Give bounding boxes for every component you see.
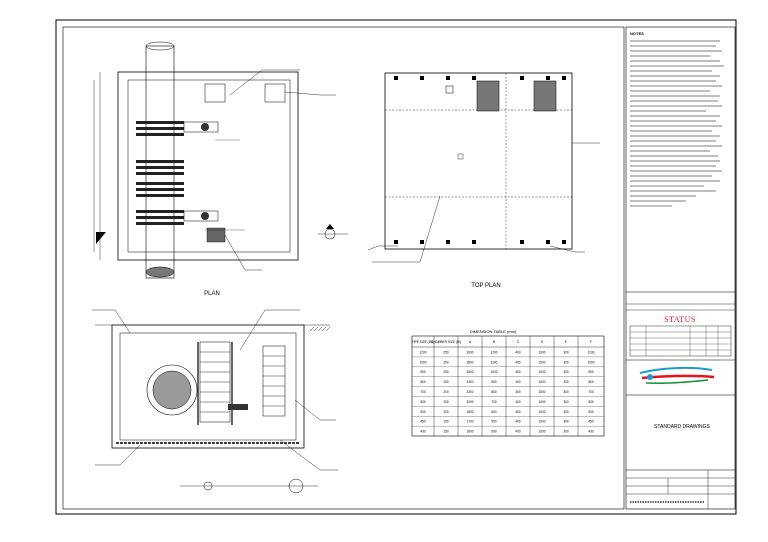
plan-view (93, 41, 336, 279)
table-cell: 800 (420, 380, 426, 384)
table-cell: 1000 (538, 350, 545, 354)
table-cell: 1000 (538, 400, 545, 404)
table-cell: 400 (515, 380, 521, 384)
table-cell: 800 (491, 390, 497, 394)
table-cell: 1000 (538, 420, 545, 424)
table-cell: 600 (420, 400, 426, 404)
table-cell: 500 (588, 410, 594, 414)
table-cell: 300 (563, 390, 569, 394)
table-cell: 400 (515, 390, 521, 394)
table-cell: 1600 (466, 430, 473, 434)
table-cell: 1000 (538, 430, 545, 434)
table-cell: 1000 (419, 360, 426, 364)
table-cell: 700 (588, 390, 594, 394)
table-header-cell: E (565, 340, 567, 344)
table-cell: 150 (443, 430, 449, 434)
table-cell: 500 (420, 410, 426, 414)
top-plan-view (367, 72, 600, 263)
table-cell: 3000 (466, 350, 473, 354)
table-cell: 2800 (466, 360, 473, 364)
table-cell: 150 (443, 420, 449, 424)
table-header-cell: D (541, 340, 544, 344)
table-cell: 700 (420, 390, 426, 394)
table-cell: 1100 (491, 360, 498, 364)
table-cell: 400 (515, 430, 521, 434)
table-cell: 2400 (466, 380, 473, 384)
table-cell: 250 (443, 350, 449, 354)
standard-drawings-label: STANDARD DRAWINGS (654, 424, 711, 430)
table-header-cell: F (590, 340, 592, 344)
table-header-cell: B (493, 340, 495, 344)
table-cell: 400 (515, 370, 521, 374)
table-header-cell: C (517, 340, 520, 344)
table-cell: 300 (563, 400, 569, 404)
table-cell: 2000 (466, 400, 473, 404)
table-cell: 250 (443, 370, 449, 374)
table-cell: 1000 (538, 380, 545, 384)
table-cell: 400 (515, 350, 521, 354)
table-cell: 450 (588, 420, 594, 424)
table-header-cell: A (469, 340, 472, 344)
outer-border (55, 19, 737, 515)
table-cell: 300 (563, 420, 569, 424)
table-cell: 550 (491, 420, 497, 424)
table-cell: 300 (563, 410, 569, 414)
table-cell: 1000 (538, 390, 545, 394)
table-cell: 400 (515, 400, 521, 404)
table-cell: 300 (563, 350, 569, 354)
table-header-cell: CHAMBER SIZE (W) (431, 340, 461, 344)
table-cell: 300 (563, 430, 569, 434)
table-cell: 400 (420, 430, 426, 434)
table-cell: 500 (491, 430, 497, 434)
dimension-table: DIMENSION TABLE (mm) PIPE SIZE (DN)CHAMB… (412, 329, 605, 437)
table-cell: 2200 (466, 390, 473, 394)
table-cell: 1800 (466, 410, 473, 414)
table-cell: 400 (515, 360, 521, 364)
table-cell: 600 (588, 400, 594, 404)
plan-title: PLAN (204, 291, 220, 297)
notes-heading: NOTES (630, 31, 644, 36)
table-cell: 300 (563, 370, 569, 374)
table-header-cell: PIPE SIZE (DN) (412, 340, 435, 344)
section-marker (318, 224, 348, 240)
section-view (92, 309, 338, 494)
table-cell: 1200 (419, 350, 426, 354)
table-cell: 1000 (587, 360, 594, 364)
table-cell: 900 (491, 380, 497, 384)
table-cell: 450 (420, 420, 426, 424)
table-cell: 300 (563, 380, 569, 384)
table-cell: 700 (491, 400, 497, 404)
table-cell: 300 (563, 360, 569, 364)
table-cell: 200 (443, 380, 449, 384)
table-cell: 400 (515, 420, 521, 424)
title-block: NOTES STATUS (626, 31, 735, 509)
status-label: STATUS (664, 315, 696, 324)
table-cell: 900 (420, 370, 426, 374)
table-cell: 900 (588, 370, 594, 374)
table-cell: 1200 (490, 350, 497, 354)
table-cell: 1000 (538, 360, 545, 364)
table-cell: 400 (515, 410, 521, 414)
table-cell: 1000 (490, 370, 497, 374)
table-cell: 250 (443, 360, 449, 364)
table-cell: 1100 (588, 350, 595, 354)
organization-logo (639, 366, 715, 384)
table-cell: 2600 (466, 370, 473, 374)
table-cell: 400 (588, 430, 594, 434)
top-plan-title: TOP PLAN (471, 283, 500, 289)
drawing-frame (62, 26, 625, 510)
table-cell: 1000 (538, 370, 545, 374)
title-block-frame (625, 26, 736, 510)
table-cell: 200 (443, 410, 449, 414)
table-cell: 200 (443, 400, 449, 404)
table-cell: 1000 (538, 410, 545, 414)
dimension-table-title: DIMENSION TABLE (mm) (470, 329, 517, 334)
table-cell: 1700 (466, 420, 473, 424)
table-cell: 600 (491, 410, 497, 414)
table-cell: 800 (588, 380, 594, 384)
table-cell: 200 (443, 390, 449, 394)
